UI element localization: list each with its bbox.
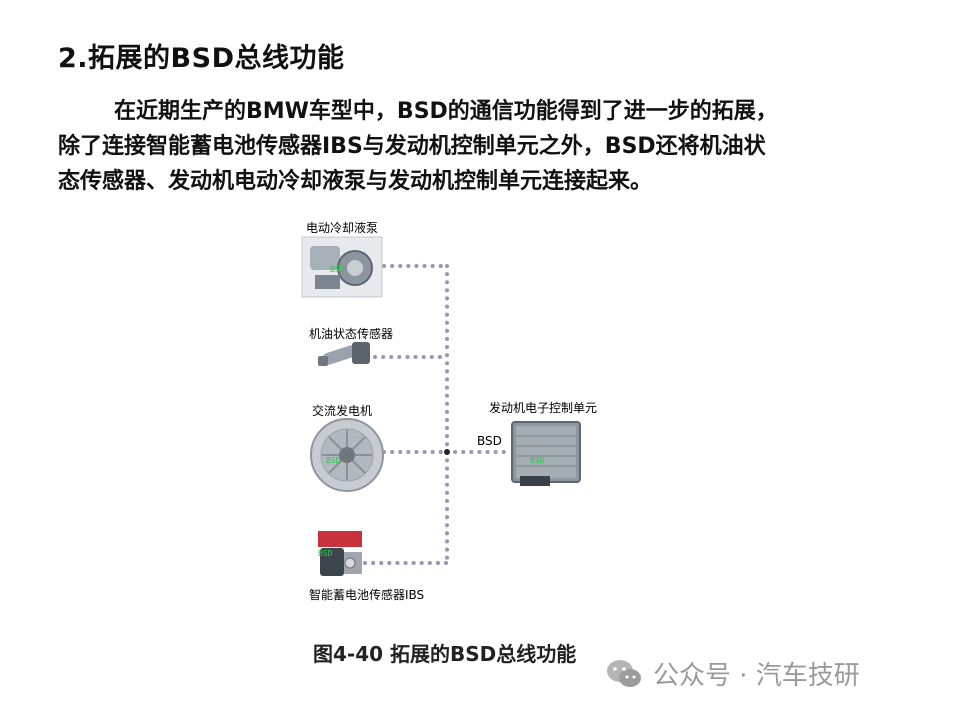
bus-junction-dot [444, 449, 450, 455]
alternator-tag: BSD [326, 456, 341, 465]
bsd-bus-label: BSD [477, 434, 502, 448]
wechat-icon [607, 659, 641, 687]
ecu-tag: BSD [530, 456, 545, 465]
ibs-sensor-image: BSD [318, 531, 362, 576]
label-alternator: 交流发电机 [312, 404, 373, 418]
body-paragraph: 在近期生产的BMW车型中，BSD的通信功能得到了进一步的拓展， 除了连接智能蓄电… [58, 94, 918, 199]
alternator-image: BSD [310, 418, 384, 492]
paragraph-line-1: 在近期生产的BMW车型中，BSD的通信功能得到了进一步的拓展， [114, 99, 778, 124]
label-electric-coolant-pump: 电动冷却液泵 [306, 221, 379, 235]
bus-lines [363, 264, 512, 565]
label-ibs-sensor: 智能蓄电池传感器IBS [309, 588, 425, 602]
label-engine-ecu: 发动机电子控制单元 [489, 401, 598, 415]
paragraph-line-3: 态传感器、发动机电动冷却液泵与发动机控制单元连接起来。 [58, 169, 653, 194]
watermark-text: 公众号 · 汽车技研 [653, 661, 860, 691]
electric-coolant-pump-image: BSD [301, 236, 383, 298]
ibs-tag: BSD [318, 549, 333, 558]
page-title: 2.拓展的BSD总线功能 [58, 43, 345, 74]
paragraph-line-2: 除了连接智能蓄电池传感器IBS与发动机控制单元之外，BSD还将机油状 [58, 134, 766, 159]
watermark: 公众号 · 汽车技研 [605, 655, 860, 692]
label-oil-condition-sensor: 机油状态传感器 [309, 327, 394, 341]
engine-ecu-image: BSD [511, 421, 581, 486]
figure-caption: 图4-40 拓展的BSD总线功能 [313, 642, 577, 666]
coolant-pump-tag: BSD [330, 265, 345, 274]
oil-condition-sensor-image [318, 342, 370, 366]
